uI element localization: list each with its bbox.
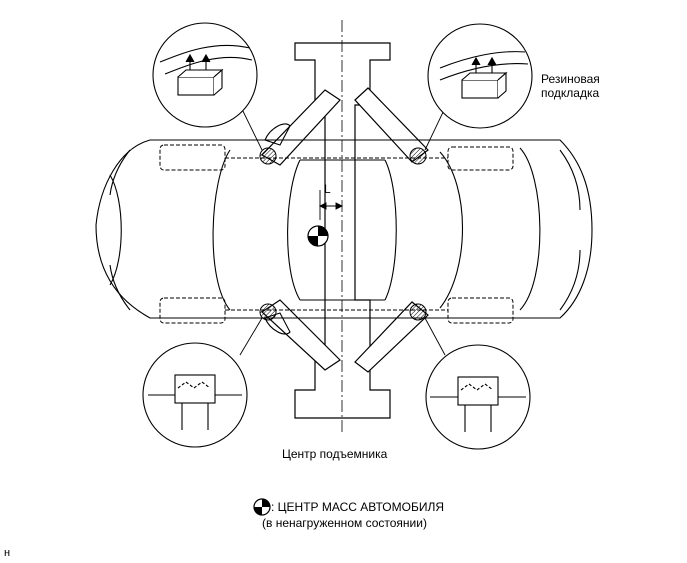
- rubber-pad-label-2: подкладка: [541, 86, 600, 100]
- lift-points: [259, 147, 427, 321]
- corner-code: н: [4, 547, 11, 559]
- lift-center-label: Центр подъемника: [282, 447, 388, 461]
- lift-arms: [261, 87, 429, 373]
- detail-top-right: [427, 23, 533, 129]
- detail-top-left: [152, 22, 258, 128]
- legend-main-text: : ЦЕНТР МАСС АВТОМОБИЛЯ: [271, 500, 444, 514]
- distance-label: L: [324, 182, 331, 196]
- car-body: [95, 123, 593, 335]
- rubber-pad-label: Резиновая: [541, 72, 600, 86]
- detail-bottom-left: [142, 342, 248, 448]
- legend-center-of-mass-icon: [253, 498, 271, 516]
- detail-bottom-right: [425, 344, 531, 450]
- distance-dimension: [318, 190, 344, 220]
- leader-lines: [239, 104, 446, 356]
- legend-sub-text: (в ненагруженном состоянии): [262, 516, 427, 530]
- center-of-mass-icon: [307, 225, 329, 247]
